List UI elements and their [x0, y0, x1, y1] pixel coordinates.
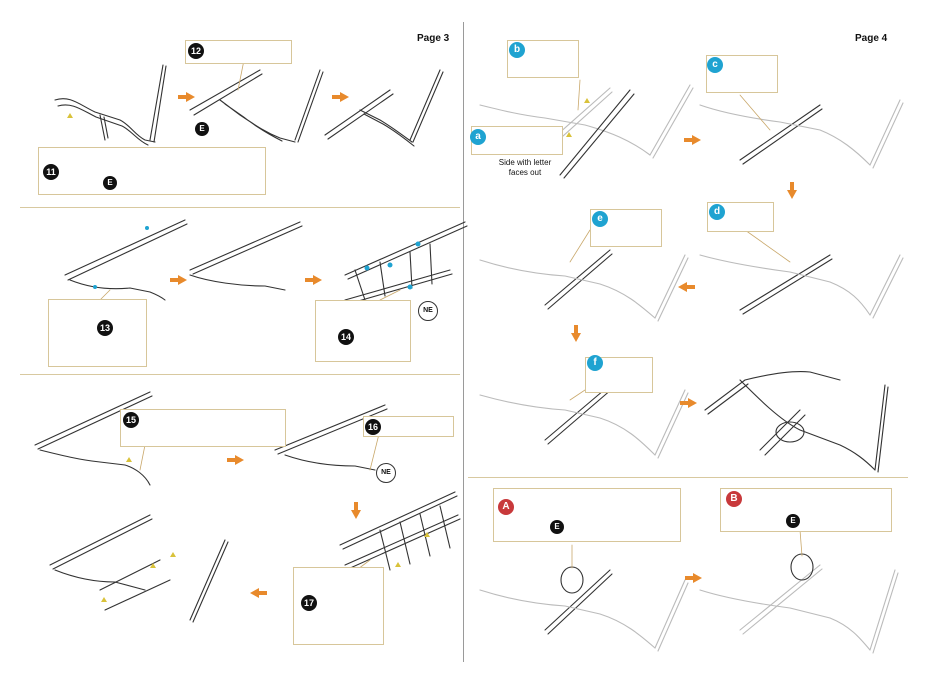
tool-tag-e: E: [550, 520, 564, 534]
caption-letter-side: Side with letter faces out: [480, 158, 570, 178]
step-number-17: 17: [301, 595, 317, 611]
ring-label-A: A: [498, 499, 514, 515]
part-letter-e: e: [592, 211, 608, 227]
step-number-12: 12: [188, 43, 204, 59]
tool-tag-e: E: [103, 176, 117, 190]
step-arrow: [186, 92, 195, 102]
step-arrow: [787, 190, 797, 199]
step-arrow: [678, 282, 687, 292]
tool-tag-e: E: [195, 122, 209, 136]
caption-line-1: Side with letter: [480, 158, 570, 168]
step-number-16: 16: [365, 419, 381, 435]
inset-step-14: [315, 300, 411, 362]
tool-tag-ne: NE: [376, 463, 396, 483]
step-arrow: [340, 92, 349, 102]
part-letter-b: b: [509, 42, 525, 58]
part-letter-c: c: [707, 57, 723, 73]
inset-step-13: [48, 299, 147, 367]
step-arrow: [235, 455, 244, 465]
ring-label-B: B: [726, 491, 742, 507]
inset-step-11: [38, 147, 266, 195]
step-arrow: [692, 135, 701, 145]
tool-tag-e: E: [786, 514, 800, 528]
step-arrow: [178, 275, 187, 285]
step-number-15: 15: [123, 412, 139, 428]
step-number-13: 13: [97, 320, 113, 336]
step-arrow: [571, 333, 581, 342]
tool-tag-ne: NE: [418, 301, 438, 321]
step-number-14: 14: [338, 329, 354, 345]
inset-ring-A: [493, 488, 681, 542]
part-letter-a: a: [470, 129, 486, 145]
inset-ring-B: [720, 488, 892, 532]
part-letter-f: f: [587, 355, 603, 371]
caption-line-2: faces out: [480, 168, 570, 178]
part-letter-d: d: [709, 204, 725, 220]
inset-step-15: [120, 409, 286, 447]
step-arrow: [313, 275, 322, 285]
step-arrow: [693, 573, 702, 583]
step-arrow: [250, 588, 259, 598]
step-arrow: [351, 510, 361, 519]
step-number-11: 11: [43, 164, 59, 180]
step-arrow: [688, 398, 697, 408]
